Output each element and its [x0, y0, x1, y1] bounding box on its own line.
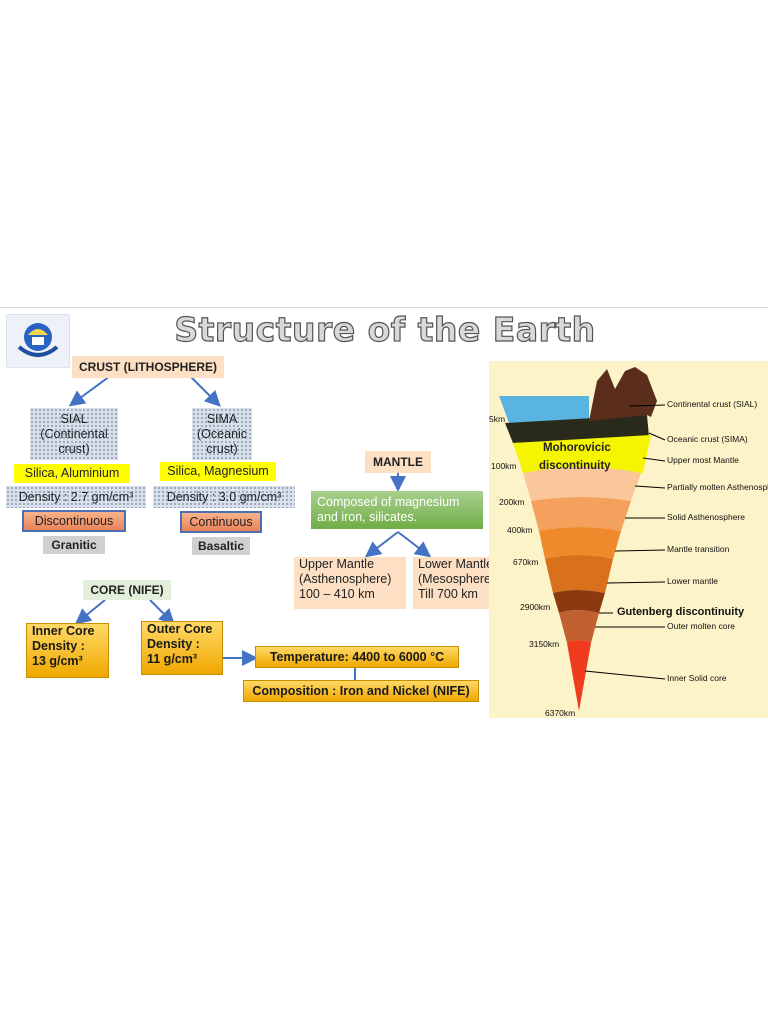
layer-label: Outer molten core [667, 621, 736, 631]
layer-label: Inner Solid core [667, 673, 727, 683]
layer-inner-core [567, 640, 591, 711]
layer-continental-crust [499, 396, 589, 423]
layer-label: Mantle transition [667, 544, 730, 554]
outer-core-box: Outer Core Density : 11 g/cm³ [141, 621, 223, 675]
layer-outer-core [559, 610, 599, 643]
layer-label: Upper most Mantle [667, 455, 739, 465]
pointer-lines [584, 404, 666, 680]
depth-label: 200km [499, 497, 525, 507]
inner-core-line2: Density : [32, 639, 85, 653]
sial-rock: Granitic [43, 536, 105, 554]
sial-sub: (Continental crust) [40, 426, 108, 456]
cross-section-panel: Mohorovicic discontinuity 5km 100km 200k… [489, 361, 768, 718]
depth-label: 6370km [545, 708, 576, 718]
depth-label: 100km [491, 461, 517, 471]
depth-label: 670km [513, 557, 539, 567]
sima-composition: Silica, Magnesium [160, 462, 276, 481]
layer-label: Solid Asthenosphere [667, 512, 745, 522]
sima-name: SIMA [206, 411, 238, 426]
page-title: Structure of the Earth [174, 309, 596, 349]
sial-composition: Silica, Aluminium [14, 464, 130, 483]
upper-mantle-line3: 100 – 410 km [299, 587, 375, 601]
sial-box: SIAL (Continental crust) [30, 408, 118, 460]
sima-density: Density : 3.0 gm/cm³ [153, 486, 295, 508]
mantle-composition: Composed of magnesium and iron, silicate… [311, 491, 483, 529]
core-header: CORE (NIFE) [83, 580, 171, 600]
connector-lines [68, 375, 432, 680]
layer-solid-asthenosphere [539, 527, 621, 559]
inner-core-box: Inner Core Density : 13 g/cm³ [26, 623, 109, 678]
layer-transition [545, 555, 613, 593]
layer-asthenosphere [531, 497, 631, 531]
layer-label: Oceanic crust (SIMA) [667, 434, 748, 444]
depth-label: 2900km [520, 602, 551, 612]
depth-label: 400km [507, 525, 533, 535]
layer-lower-mantle [553, 590, 605, 613]
school-logo [6, 314, 70, 368]
depth-label: 3150km [529, 639, 560, 649]
gutenberg-label: Gutenberg discontinuity [617, 606, 745, 618]
upper-mantle-box: Upper Mantle (Asthenosphere) 100 – 410 k… [294, 557, 406, 609]
outer-core-line2: Density : [147, 637, 200, 651]
crust-header: CRUST (LITHOSPHERE) [72, 356, 224, 378]
layer-upper-mantle [523, 467, 641, 501]
outer-core-line3: 11 g/cm³ [147, 652, 198, 666]
layer-oceanic-crust [505, 415, 649, 443]
lower-mantle-line1: Lower Mantle [418, 557, 494, 571]
sial-density: Density : 2.7 gm/cm³ [6, 486, 146, 508]
layer-label: Lower mantle [667, 576, 719, 586]
layer-label: Partially molten Asthenosphere [667, 482, 768, 492]
slide: Structure of the Earth CRUST (LITHOSPHER… [0, 307, 768, 718]
upper-mantle-line2: (Asthenosphere) [299, 572, 392, 586]
layer-label: Continental crust (SIAL) [667, 399, 758, 409]
outer-core-line1: Outer Core [147, 622, 213, 636]
layer-moho [513, 435, 651, 473]
sima-continuity: Continuous [180, 511, 262, 533]
lower-mantle-box: Lower Mantle (Mesosphere) Till 700 km [413, 557, 501, 609]
upper-mantle-line1: Upper Mantle [299, 557, 375, 571]
depth-label: 5km [489, 414, 506, 424]
sima-sub: (Oceanic crust) [196, 426, 248, 456]
mountain-icon [589, 367, 657, 421]
sima-box: SIMA (Oceanic crust) [192, 408, 252, 460]
inner-core-line1: Inner Core [32, 624, 95, 638]
earth-cross-section [499, 367, 666, 711]
sial-continuity: Discontinuous [22, 510, 126, 532]
moho-label-2: discontinuity [539, 460, 611, 472]
sima-rock: Basaltic [192, 537, 250, 555]
core-composition: Composition : Iron and Nickel (NIFE) [243, 680, 479, 702]
lower-mantle-line2: (Mesosphere) [418, 572, 496, 586]
sial-name: SIAL [60, 411, 88, 426]
moho-label-1: Mohorovicic [543, 442, 611, 454]
inner-core-line3: 13 g/cm³ [32, 654, 83, 668]
mantle-header: MANTLE [365, 451, 431, 473]
core-temperature: Temperature: 4400 to 6000 °C [255, 646, 459, 668]
lower-mantle-line3: Till 700 km [418, 587, 478, 601]
